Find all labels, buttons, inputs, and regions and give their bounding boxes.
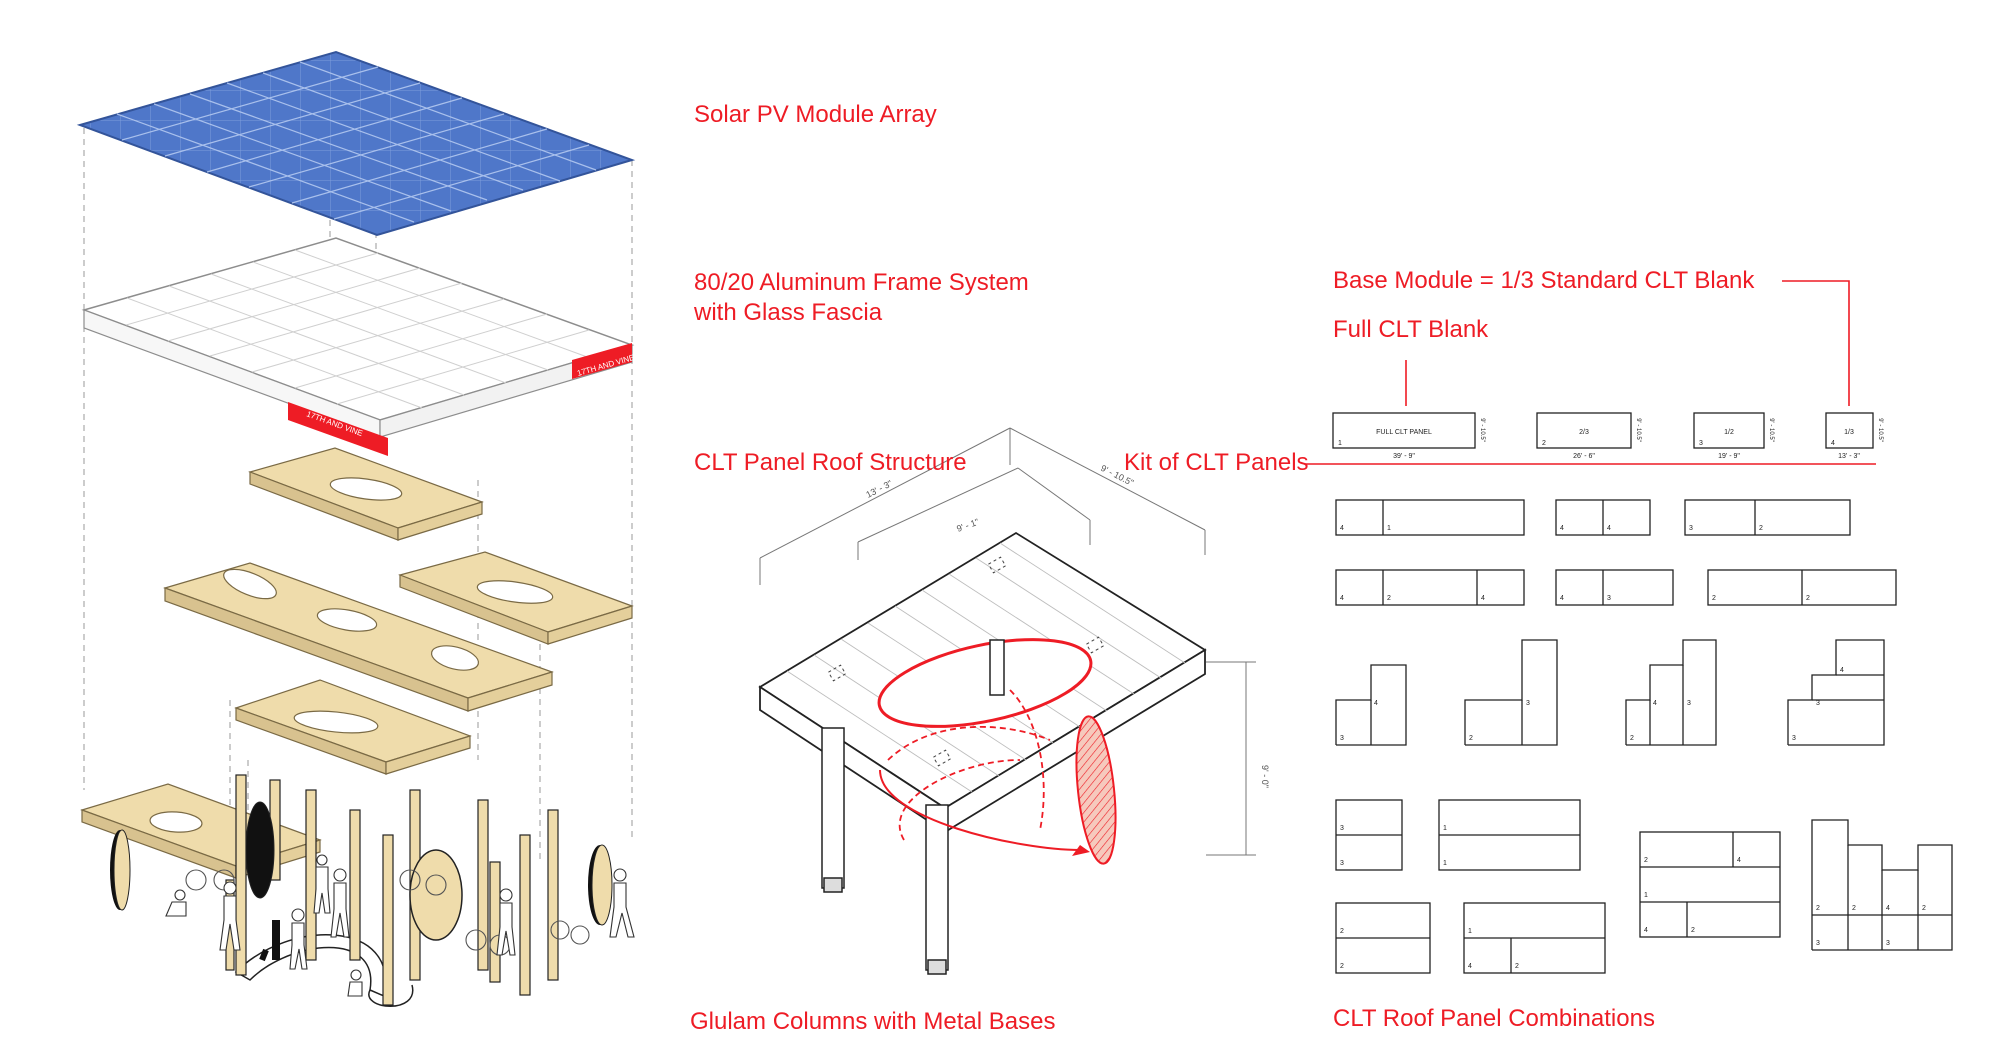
svg-text:13' - 3": 13' - 3" [1838,453,1860,460]
label-kit-of-clt-panels: Kit of CLT Panels [1124,449,1309,476]
svg-text:4: 4 [1886,905,1890,912]
svg-text:3: 3 [1340,825,1344,832]
svg-text:3: 3 [1816,940,1820,947]
exploded-axonometric: 17TH AND VINE 17TH AND VINE [76,50,636,1007]
svg-text:4: 4 [1340,595,1344,602]
dim-label-height: 9' - 0" [1260,765,1270,788]
svg-text:1/3: 1/3 [1844,429,1854,436]
blank-half: 1/2 3 19' - 9" 9' - 10.5" [1693,412,1774,460]
kit-of-clt-panels: FULL CLT PANEL 1 39' - 9" 9' - 10.5" 2/3… [1305,280,1953,974]
label-panel-combinations: CLT Roof Panel Combinations [1333,1005,1655,1032]
svg-text:3: 3 [1607,595,1611,602]
svg-text:9' - 10.5": 9' - 10.5" [1479,418,1485,442]
svg-text:2: 2 [1852,905,1856,912]
svg-text:3: 3 [1340,735,1344,742]
svg-text:3: 3 [1687,700,1691,707]
svg-text:1/2: 1/2 [1724,429,1734,436]
svg-text:4: 4 [1468,963,1472,970]
svg-text:2/3: 2/3 [1579,429,1589,436]
glulam-columns [821,639,1005,975]
svg-text:39' - 9": 39' - 9" [1393,453,1415,460]
leader-lines [1305,280,1876,465]
svg-text:9' - 10.5": 9' - 10.5" [1768,418,1774,442]
svg-text:26' - 6": 26' - 6" [1573,453,1595,460]
svg-text:4: 4 [1560,595,1564,602]
roof-boards [786,542,1186,793]
svg-text:2: 2 [1759,525,1763,532]
label-aluminum-frame: 80/20 Aluminum Frame System with Glass F… [694,268,1029,328]
svg-text:19' - 9": 19' - 9" [1718,453,1740,460]
svg-text:4: 4 [1340,525,1344,532]
ground-scene [110,774,635,1007]
svg-text:4: 4 [1481,595,1485,602]
label-clt-roof: CLT Panel Roof Structure [694,449,967,476]
solar-cell-lines [116,61,597,223]
label-frame-line2: with Glass Fascia [694,299,883,326]
label-solar-array: Solar PV Module Array [694,101,937,128]
dim-label-3: 9' - 1" [955,517,980,534]
svg-text:4: 4 [1737,857,1741,864]
svg-text:1: 1 [1644,892,1648,899]
svg-text:2: 2 [1387,595,1391,602]
svg-text:3: 3 [1340,860,1344,867]
aluminum-frame: 17TH AND VINE 17TH AND VINE [81,237,635,456]
svg-text:2: 2 [1712,595,1716,602]
svg-text:3: 3 [1886,940,1890,947]
svg-text:2: 2 [1922,905,1926,912]
svg-text:3: 3 [1689,525,1693,532]
svg-text:4: 4 [1607,525,1611,532]
svg-text:1: 1 [1443,825,1447,832]
roof-oculus [877,638,1093,728]
svg-text:4: 4 [1374,700,1378,707]
svg-text:2: 2 [1469,735,1473,742]
svg-text:3: 3 [1816,700,1820,707]
svg-text:1: 1 [1387,525,1391,532]
svg-text:3: 3 [1526,700,1530,707]
blank-full: FULL CLT PANEL 1 39' - 9" 9' - 10.5" [1332,412,1485,460]
svg-text:4: 4 [1840,667,1844,674]
fascia-sign-side [572,343,632,379]
combination-numbers: 4 1 4 4 3 2 4 2 4 4 3 2 2 3 4 2 3 2 4 3 3 3 4 3 3 1 1 2… [1340,525,1926,970]
svg-text:2: 2 [1630,735,1634,742]
blank-third: 1/3 4 13' - 3" 9' - 10.5" [1825,412,1883,460]
label-base-module: Base Module = 1/3 Standard CLT Blank [1333,267,1755,294]
svg-text:2: 2 [1340,963,1344,970]
svg-text:1: 1 [1443,860,1447,867]
svg-text:2: 2 [1542,440,1546,447]
label-full-clt-blank: Full CLT Blank [1333,316,1489,343]
svg-text:2: 2 [1816,905,1820,912]
svg-text:3: 3 [1699,440,1703,447]
svg-text:9' - 10.5": 9' - 10.5" [1635,418,1641,442]
svg-text:FULL CLT PANEL: FULL CLT PANEL [1376,429,1432,436]
dimension-lines [759,427,1256,856]
svg-text:4: 4 [1560,525,1564,532]
blank-two-thirds: 2/3 2 26' - 6" 9' - 10.5" [1536,412,1641,460]
svg-text:4: 4 [1644,927,1648,934]
svg-text:3: 3 [1792,735,1796,742]
panel-combinations [1335,499,1953,974]
svg-text:4: 4 [1831,440,1835,447]
fascia-sign-front [288,402,388,456]
svg-text:9' - 10.5": 9' - 10.5" [1877,418,1883,442]
svg-text:2: 2 [1806,595,1810,602]
svg-text:2: 2 [1340,928,1344,935]
standard-blanks: FULL CLT PANEL 1 39' - 9" 9' - 10.5" 2/3… [1332,412,1883,460]
label-frame-line1: 80/20 Aluminum Frame System [694,269,1029,296]
svg-text:1: 1 [1338,440,1342,447]
label-glulam-columns: Glulam Columns with Metal Bases [690,1008,1056,1035]
svg-text:1: 1 [1468,928,1472,935]
single-module-axon: 13' - 3" 9' - 10.5" 9' - 1" 9' - 0" [758,427,1270,975]
clt-panels-exploded [80,447,634,879]
solar-pv-array [76,50,636,237]
svg-text:2: 2 [1691,927,1695,934]
svg-text:2: 2 [1515,963,1519,970]
people [165,854,635,997]
pivot-disc [1075,715,1117,865]
svg-text:2: 2 [1644,857,1648,864]
svg-text:4: 4 [1653,700,1657,707]
